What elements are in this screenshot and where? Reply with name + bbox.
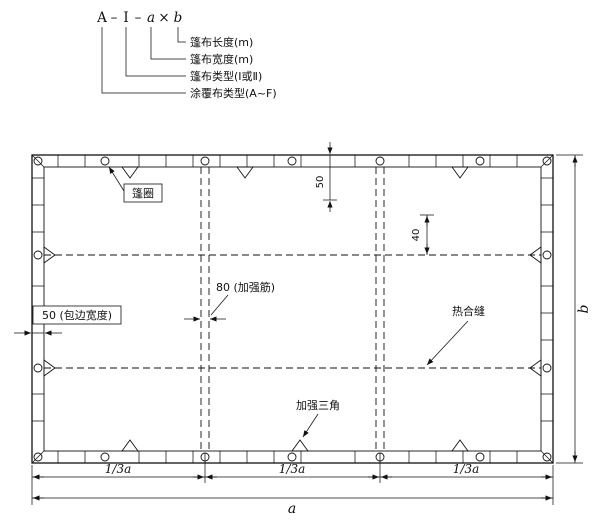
callout-grommet-ring: 篷圈 <box>108 166 163 203</box>
leader-line <box>426 320 469 366</box>
callout-heat-seam: 热合缝 <box>426 304 485 366</box>
tarp-outer-edge <box>31 154 554 464</box>
code-separator: – <box>111 10 118 26</box>
code-part-type: Ⅰ <box>123 10 128 26</box>
designation-leader-lines <box>101 27 186 94</box>
callout-reinforcing-triangle: 加强三角 <box>296 399 340 438</box>
grommet-rings <box>33 156 552 462</box>
code-separator: – <box>135 10 142 26</box>
reinforcement-triangles <box>43 166 542 452</box>
dim-third-2: 1/3a <box>279 462 305 476</box>
corner-fold-lines <box>31 154 554 464</box>
rib-label: 80 (加强筋) <box>216 280 275 294</box>
grommet-label: 篷圈 <box>132 186 154 200</box>
triangle-label: 加强三角 <box>296 399 340 412</box>
reinforcing-rib-lines <box>200 167 385 451</box>
dimension-right-40: 40 <box>411 214 434 255</box>
dimension-bottom-total-a: a <box>32 495 553 517</box>
leader-line <box>302 413 319 438</box>
dimension-bottom-thirds: 1/3a 1/3a 1/3a <box>31 453 554 505</box>
hem-width-label: 50 (包边宽度) <box>42 308 112 322</box>
dim-total-width-a: a <box>288 501 296 517</box>
grommet-label-box <box>123 183 163 203</box>
code-part-a: a <box>147 10 155 26</box>
code-part-A: A <box>96 10 107 26</box>
label-tarp-width: 篷布宽度(m) <box>190 52 253 66</box>
callout-hem-width-50: 50 (包边宽度) <box>14 305 122 336</box>
dim-third-3: 1/3a <box>453 462 479 476</box>
dim-total-height-b: b <box>576 304 592 313</box>
dim-40-label: 40 <box>411 229 422 242</box>
dim-50-label: 50 <box>315 176 326 189</box>
code-part-b: b <box>174 10 183 26</box>
hem-width-label-box <box>32 305 122 325</box>
dimension-right-total-b: b <box>556 154 592 464</box>
dimension-top-50: 50 <box>315 142 337 212</box>
leader-line <box>108 166 125 192</box>
callout-reinforcing-rib-80: 80 (加强筋) <box>184 280 275 322</box>
dim-third-1: 1/3a <box>105 462 131 476</box>
designation-code: A – Ⅰ – a × b 篷布长度(m) 篷布宽度(m) 篷布类型(Ⅰ或Ⅱ) … <box>96 10 277 100</box>
heat-seam-label: 热合缝 <box>452 304 485 318</box>
heat-seam-lines <box>44 254 541 369</box>
code-multiply: × <box>158 10 169 26</box>
label-tarp-length: 篷布长度(m) <box>190 35 253 49</box>
tarp-outline <box>31 154 554 464</box>
label-tarp-type: 篷布类型(Ⅰ或Ⅱ) <box>190 69 262 83</box>
label-coated-fabric-type: 涂覆布类型(A~F) <box>190 86 277 100</box>
